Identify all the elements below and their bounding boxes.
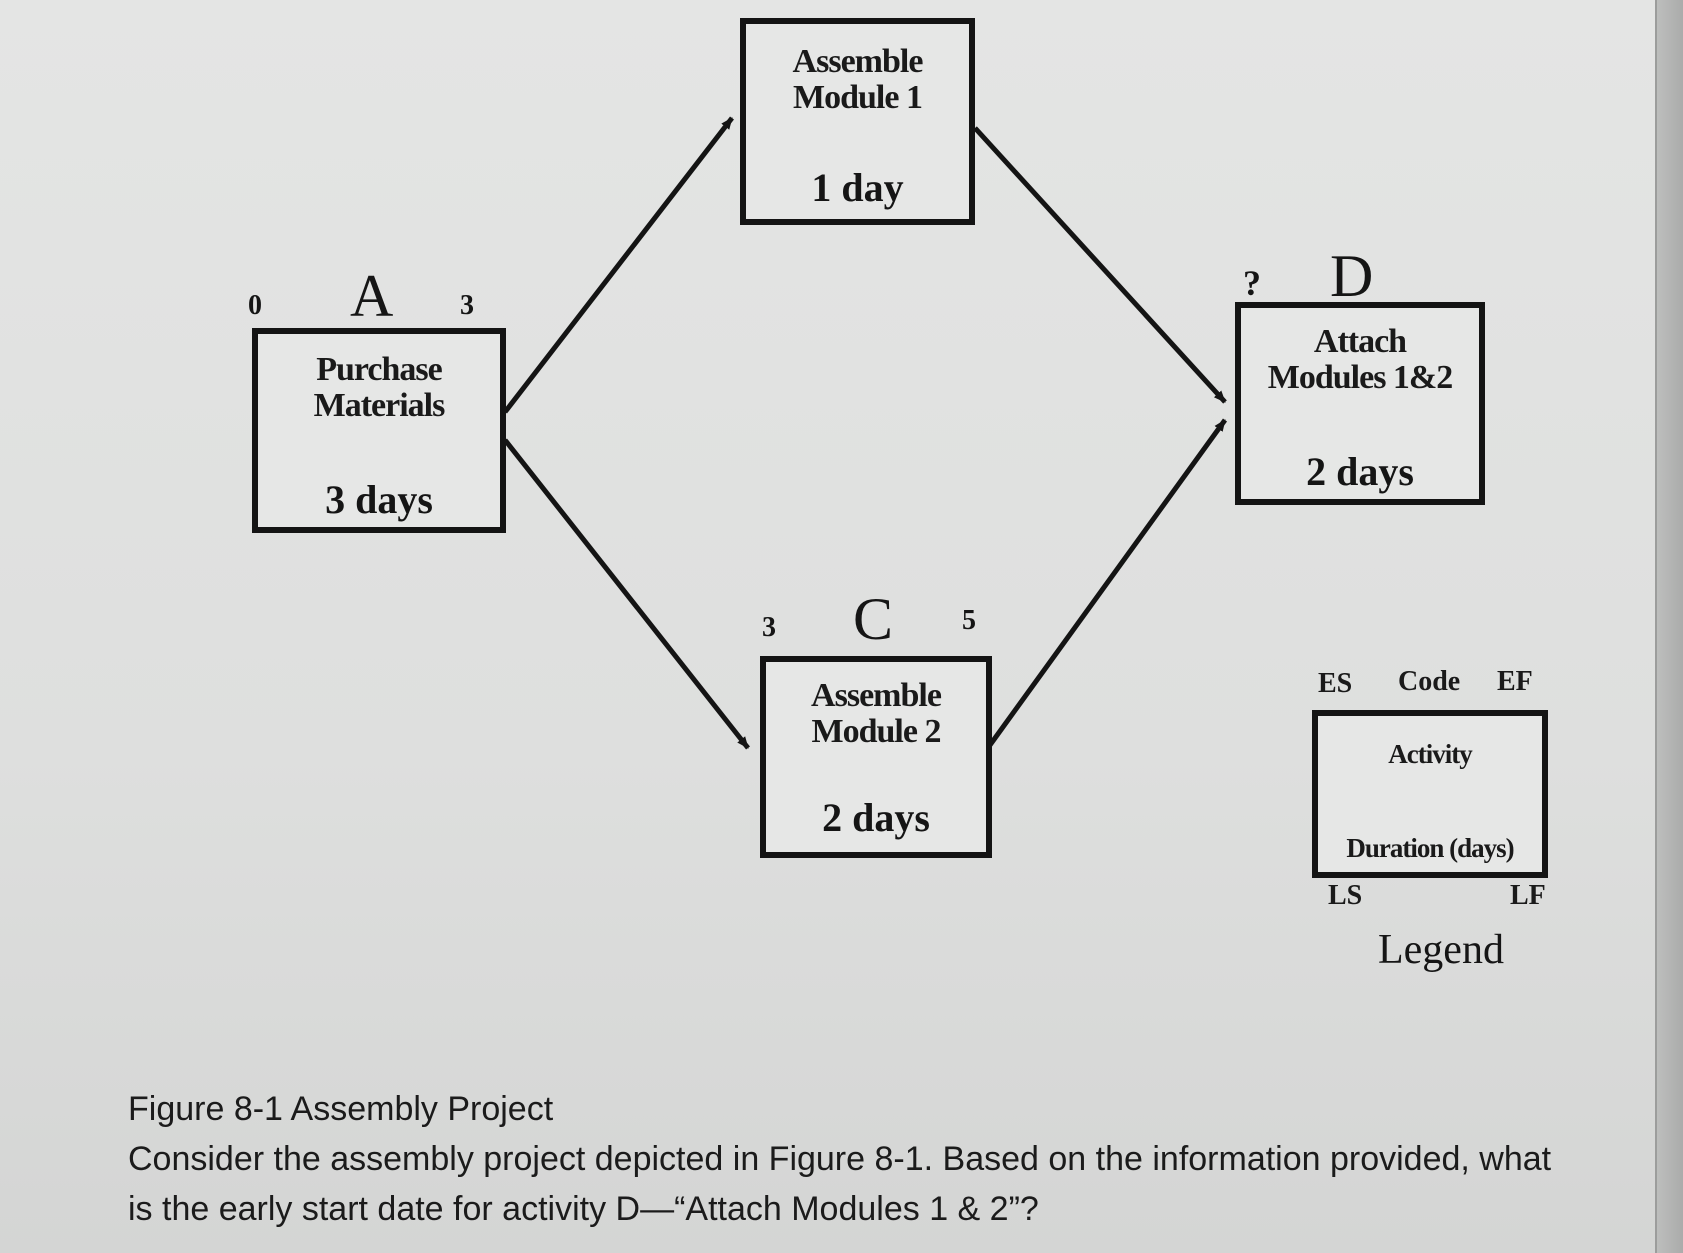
node-c-ef: 5 xyxy=(962,605,976,636)
legend-title: Legend xyxy=(1378,927,1504,973)
node-a-code: A xyxy=(350,263,394,329)
node-a-ef: 3 xyxy=(460,290,474,321)
legend-es: ES xyxy=(1318,668,1353,699)
node-c-box: Assemble Module 2 2 days xyxy=(760,656,992,858)
legend-ls: LS xyxy=(1328,880,1363,911)
arrow-b-to-d xyxy=(973,126,1227,404)
arrow-a-to-c xyxy=(503,438,750,750)
legend-code: Code xyxy=(1398,666,1461,697)
legend-lf: LF xyxy=(1510,880,1546,911)
arrow-a-to-b xyxy=(503,116,734,414)
node-d-code: D xyxy=(1330,243,1374,309)
node-c-activity: Assemble Module 2 xyxy=(811,677,942,750)
legend-duration: Duration (days) xyxy=(1346,833,1514,863)
node-a-es: 0 xyxy=(248,290,262,321)
question-line-2: is the early start date for activity D—“… xyxy=(128,1190,1039,1228)
node-a-box: Purchase Materials 3 days xyxy=(252,328,506,533)
node-c-es: 3 xyxy=(762,612,776,643)
node-d-es: ? xyxy=(1243,263,1261,303)
figure-title: Figure 8-1 Assembly Project xyxy=(128,1090,554,1128)
node-d-box: Attach Modules 1&2 2 days xyxy=(1235,302,1485,505)
node-a-activity: Purchase Materials xyxy=(313,351,446,424)
arrow-c-to-d xyxy=(987,418,1228,747)
node-a-duration: 3 days xyxy=(325,477,433,522)
node-b-box: Assemble Module 1 1 day xyxy=(740,18,975,225)
node-c-duration: 2 days xyxy=(822,795,930,840)
node-b-duration: 1 day xyxy=(811,165,904,210)
node-c-code: C xyxy=(853,586,894,652)
page-edge xyxy=(1655,0,1683,1253)
node-d-duration: 2 days xyxy=(1306,449,1414,494)
legend-ef: EF xyxy=(1497,666,1533,697)
question-line-1: Consider the assembly project depicted i… xyxy=(128,1140,1552,1178)
node-d-activity: Attach Modules 1&2 xyxy=(1267,323,1454,396)
legend-box: Activity Duration (days) xyxy=(1312,710,1548,878)
legend-activity: Activity xyxy=(1388,739,1472,769)
node-b-activity: Assemble Module 1 xyxy=(792,43,924,116)
